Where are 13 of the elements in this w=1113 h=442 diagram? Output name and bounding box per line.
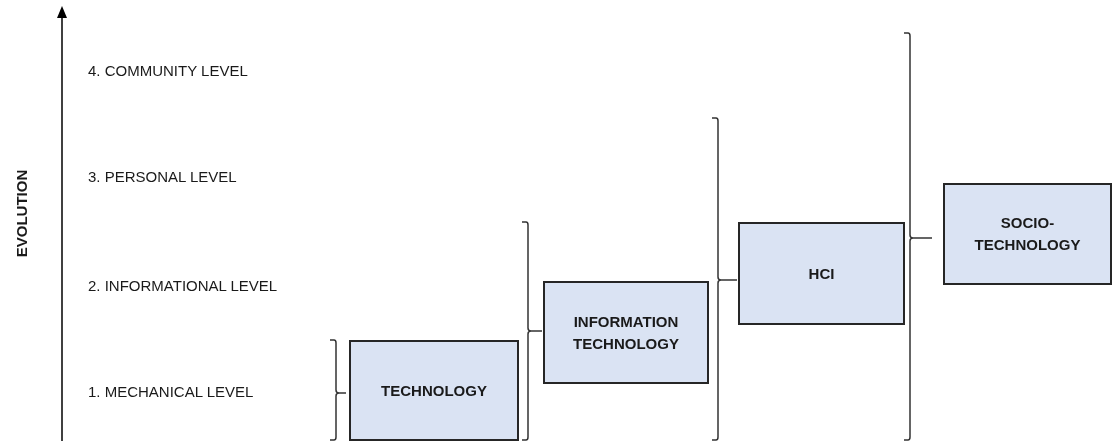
level-label: 4. COMMUNITY LEVEL — [88, 62, 248, 79]
box-label: HCI — [807, 263, 836, 284]
process-box — [349, 340, 519, 441]
axis-title: EVOLUTION — [12, 168, 30, 259]
process-box — [943, 183, 1112, 285]
level-label: 2. INFORMATIONAL LEVEL — [88, 277, 278, 294]
box-label: TECHNOLOGY — [380, 380, 488, 401]
process-box — [738, 222, 905, 325]
level-label: 1. MECHANICAL LEVEL — [88, 383, 254, 400]
box-label: INFORMATION TECHNOLOGY — [572, 311, 680, 354]
level-label: 3. PERSONAL LEVEL — [88, 168, 237, 185]
process-box — [543, 281, 709, 384]
box-label: SOCIO- TECHNOLOGY — [973, 213, 1082, 255]
